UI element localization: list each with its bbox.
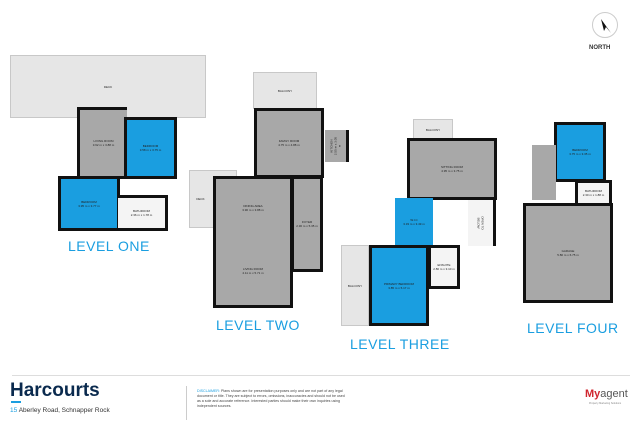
- property-address: 15 Aberley Road, Schnapper Rock: [10, 407, 110, 414]
- room-label: 3.62 m x 3.88 m: [92, 143, 115, 147]
- room-label: 2.30 m x 1.88 m: [582, 193, 605, 197]
- footer-divider: [12, 375, 630, 376]
- room-label: 4.75 m x 4.88 m: [278, 143, 300, 147]
- room-label: 4.95 m x 3.75 m: [441, 169, 463, 173]
- room-label: DECK: [103, 84, 113, 89]
- north-label: NORTH: [589, 45, 611, 51]
- north-arrow-icon: [592, 12, 618, 38]
- room-label: DINING AREA: [243, 203, 263, 208]
- room-label: LIVING ROOM: [93, 139, 114, 143]
- room-label: DECK: [196, 197, 205, 201]
- level-label: LEVEL TWO: [216, 317, 300, 333]
- brand-logo: Harcourts: [10, 380, 100, 401]
- room-balcony: BALCONY: [253, 72, 317, 109]
- room-label: 2.30 m x 5.35 m: [296, 224, 318, 228]
- room-label: 2.80 m x 3.10 m: [433, 267, 455, 271]
- open-to-below: OPEN TO BELOW: [468, 200, 496, 246]
- room-balcony: BALCONY: [341, 245, 369, 326]
- brand-underline: [11, 401, 21, 403]
- level-label: LEVEL FOUR: [527, 320, 619, 336]
- room-label: BEDROOM: [142, 144, 159, 148]
- room-label: BATHROOM: [584, 189, 603, 193]
- room-label: BALCONY: [342, 284, 368, 288]
- myagent-logo: Myagent: [585, 388, 628, 400]
- room-label: BEDROOM: [572, 148, 588, 152]
- room-label: 3.90 m x 3.88 m: [242, 207, 264, 212]
- room-label: OPEN TO BELOW: [476, 216, 485, 230]
- level-label: LEVEL THREE: [350, 336, 450, 352]
- room-label: 3.95 m x 3.77 m: [78, 203, 100, 208]
- room-label: SITTING ROOM: [441, 165, 463, 169]
- room-label: LIVING ROOM: [242, 266, 263, 271]
- room-label: 4.11 m x 5.71 m: [242, 270, 264, 275]
- room-label: BATHROOM: [132, 209, 151, 213]
- room-label: 2.36 m x 1.78 m: [130, 213, 153, 217]
- room-label: PRIMARY BEDROOM: [384, 281, 414, 286]
- room-label: W.I.C: [410, 218, 418, 222]
- room-label: ENSUITE: [437, 263, 451, 267]
- room-label: BEDROOM: [81, 199, 97, 204]
- room-label: 3.58 m x 3.75 m: [139, 148, 162, 152]
- disclaimer: DISCLAIMER: Plans shown are for presenta…: [197, 389, 345, 408]
- room-label: 3.85 m x 5.17 m: [388, 285, 410, 290]
- room-label: 3.33 m x 3.49 m: [403, 222, 425, 226]
- room-label: 3.75 m x 3.35 m: [569, 152, 591, 156]
- level-label: LEVEL ONE: [68, 238, 150, 254]
- myagent-tagline: Property Marketing Solutions: [589, 402, 622, 405]
- room-label: BALCONY: [414, 128, 452, 132]
- room-label: BALCONY: [425, 128, 441, 132]
- room-label: 5.80 m x 6.75 m: [557, 253, 579, 257]
- room-label: FAMILY ROOM: [278, 139, 300, 143]
- hallway: [532, 145, 556, 200]
- room-label: FOYER: [301, 220, 313, 224]
- room-label: DECK: [190, 197, 211, 201]
- room-label: 2.55 m x 3.05 m: [333, 136, 342, 156]
- vertical-divider: [186, 386, 187, 420]
- room-label: BALCONY: [347, 283, 363, 288]
- room-label: BALCONY: [254, 89, 316, 93]
- room-label: BALCONY: [277, 88, 293, 93]
- room-label: DECK: [11, 85, 205, 89]
- room-label: GARAGE: [561, 249, 575, 253]
- room-label: OPEN TO BELOW: [477, 211, 485, 236]
